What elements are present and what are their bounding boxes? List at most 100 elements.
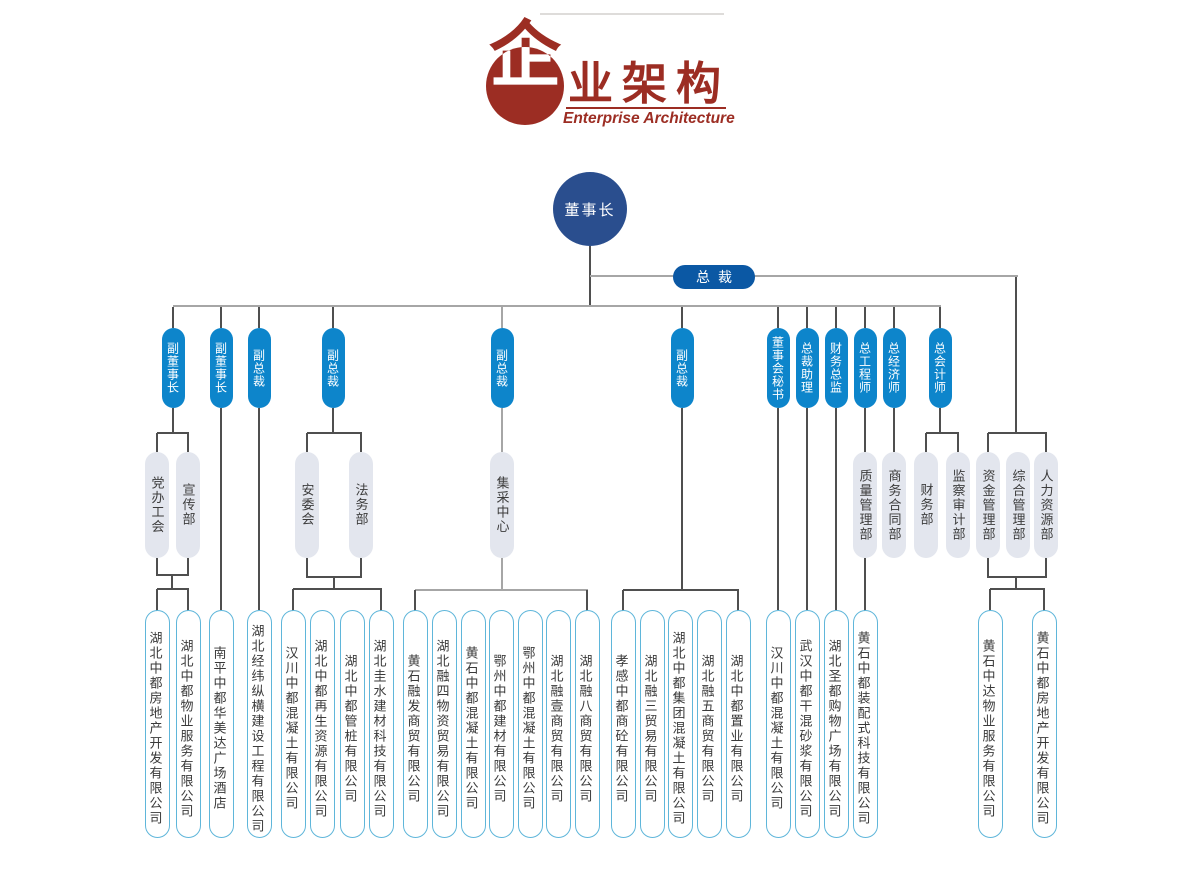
company-pill: 南平中都华美达广场酒店 — [208, 610, 234, 838]
company-pill-label: 湖北圭水建材科技有限公司 — [371, 638, 387, 819]
dept-pill-label: 法务部 — [353, 483, 369, 527]
connector-line — [220, 307, 222, 328]
connector-line — [172, 408, 174, 434]
connector-line — [293, 588, 382, 590]
company-pill: 湖北融四物资贸易有限公司 — [431, 610, 457, 838]
connector-line — [893, 307, 895, 328]
connector-line — [586, 590, 588, 611]
connector-line — [332, 307, 334, 328]
connector-line — [590, 275, 1018, 277]
connector-line — [187, 558, 189, 576]
connector-line — [306, 433, 308, 452]
node-chairman: 董事长 — [553, 172, 627, 246]
connector-line — [835, 408, 837, 610]
connector-line — [187, 433, 189, 452]
dept-pill: 人力资源部 — [1034, 452, 1058, 558]
company-pill: 湖北圭水建材科技有限公司 — [368, 610, 394, 838]
company-pill-label: 湖北中都集团混凝土有限公司 — [670, 631, 686, 826]
exec-pill-label: 财务总监 — [828, 342, 843, 394]
exec-pill-label: 总工程师 — [857, 342, 872, 394]
company-pill-label: 鄂州中都混凝土有限公司 — [520, 646, 536, 811]
connector-line — [987, 433, 989, 452]
dept-pill-label: 监察审计部 — [950, 468, 966, 542]
connector-line — [835, 307, 837, 328]
company-pill: 湖北中都房地产开发有限公司 — [144, 610, 170, 838]
exec-pill: 副董事长 — [209, 328, 233, 408]
connector-line — [333, 577, 335, 590]
connector-line — [173, 305, 941, 307]
company-pill-label: 汉川中都混凝土有限公司 — [283, 646, 299, 811]
connector-line — [777, 307, 779, 328]
dept-pill-label: 人力资源部 — [1038, 468, 1054, 542]
dept-pill: 监察审计部 — [946, 452, 970, 558]
company-pill: 鄂州中都混凝土有限公司 — [517, 610, 543, 838]
connector-line — [864, 408, 866, 452]
connector-line — [156, 433, 158, 452]
connector-line — [939, 307, 941, 328]
company-pill: 孝感中都商砼有限公司 — [610, 610, 636, 838]
exec-pill: 总经济师 — [882, 328, 906, 408]
company-pill-label: 黄石中达物业服务有限公司 — [980, 638, 996, 819]
company-pill: 黄石中都房地产开发有限公司 — [1031, 610, 1057, 838]
connector-line — [1045, 433, 1047, 452]
company-pill-label: 湖北圣都购物广场有限公司 — [826, 638, 842, 819]
chairman-label: 董事长 — [564, 201, 616, 219]
company-pill-label: 湖北中都房地产开发有限公司 — [147, 631, 163, 826]
company-pill-label: 黄石中都房地产开发有限公司 — [1034, 631, 1050, 826]
exec-pill-label: 总经济师 — [886, 342, 901, 394]
dept-pill: 党办工会 — [145, 452, 169, 558]
connector-line — [157, 588, 189, 590]
company-pill: 湖北中都管桩有限公司 — [339, 610, 365, 838]
exec-pill-label: 总裁助理 — [799, 342, 814, 394]
dept-pill-label: 安委会 — [299, 483, 315, 527]
exec-pill-label: 副总裁 — [674, 348, 689, 388]
company-pill-label: 湖北中都物业服务有限公司 — [178, 638, 194, 819]
company-pill: 黄石融发商贸有限公司 — [402, 610, 428, 838]
connector-line — [414, 590, 416, 611]
connector-line — [988, 432, 1047, 434]
connector-line — [864, 307, 866, 328]
exec-pill-label: 副总裁 — [494, 348, 509, 388]
president-label: 总裁 — [696, 269, 740, 285]
exec-pill: 董事会秘书 — [766, 328, 790, 408]
connector-line — [681, 307, 683, 328]
connector-line — [360, 558, 362, 578]
top-divider — [540, 13, 724, 15]
connector-line — [258, 307, 260, 328]
connector-line — [987, 558, 989, 578]
connector-line — [988, 576, 1047, 578]
connector-line — [925, 433, 927, 452]
company-pill: 汉川中都混凝土有限公司 — [280, 610, 306, 838]
connector-line — [157, 432, 189, 434]
node-president: 总裁 — [673, 265, 755, 289]
company-pill: 黄石中达物业服务有限公司 — [977, 610, 1003, 838]
exec-pill-label: 副董事长 — [213, 342, 228, 394]
company-pill-label: 鄂州中都建材有限公司 — [491, 653, 507, 804]
company-pill: 湖北圣都购物广场有限公司 — [823, 610, 849, 838]
connector-line — [623, 589, 739, 591]
dept-pill-label: 集采中心 — [494, 476, 510, 534]
connector-line — [157, 574, 189, 576]
company-pill-label: 湖北中都管桩有限公司 — [342, 653, 358, 804]
connector-line — [681, 408, 683, 591]
dept-pill: 综合管理部 — [1006, 452, 1030, 558]
connector-line — [622, 590, 624, 611]
company-pill-label: 黄石中都混凝土有限公司 — [463, 646, 479, 811]
connector-line — [806, 408, 808, 610]
logo-underline — [566, 107, 726, 109]
logo-subtitle: Enterprise Architecture — [563, 110, 735, 127]
company-pill-label: 湖北中都置业有限公司 — [728, 653, 744, 804]
connector-line — [737, 590, 739, 611]
exec-pill: 副董事长 — [161, 328, 185, 408]
connector-line — [415, 589, 588, 591]
connector-line — [989, 589, 991, 611]
company-pill-label: 黄石融发商贸有限公司 — [405, 653, 421, 804]
company-pill: 湖北中都物业服务有限公司 — [175, 610, 201, 838]
exec-pill-label: 副总裁 — [251, 348, 266, 388]
connector-line — [893, 408, 895, 452]
dept-pill: 法务部 — [349, 452, 373, 558]
dept-pill: 质量管理部 — [853, 452, 877, 558]
company-pill-label: 湖北融三贸易有限公司 — [642, 653, 658, 804]
connector-line — [501, 558, 503, 591]
